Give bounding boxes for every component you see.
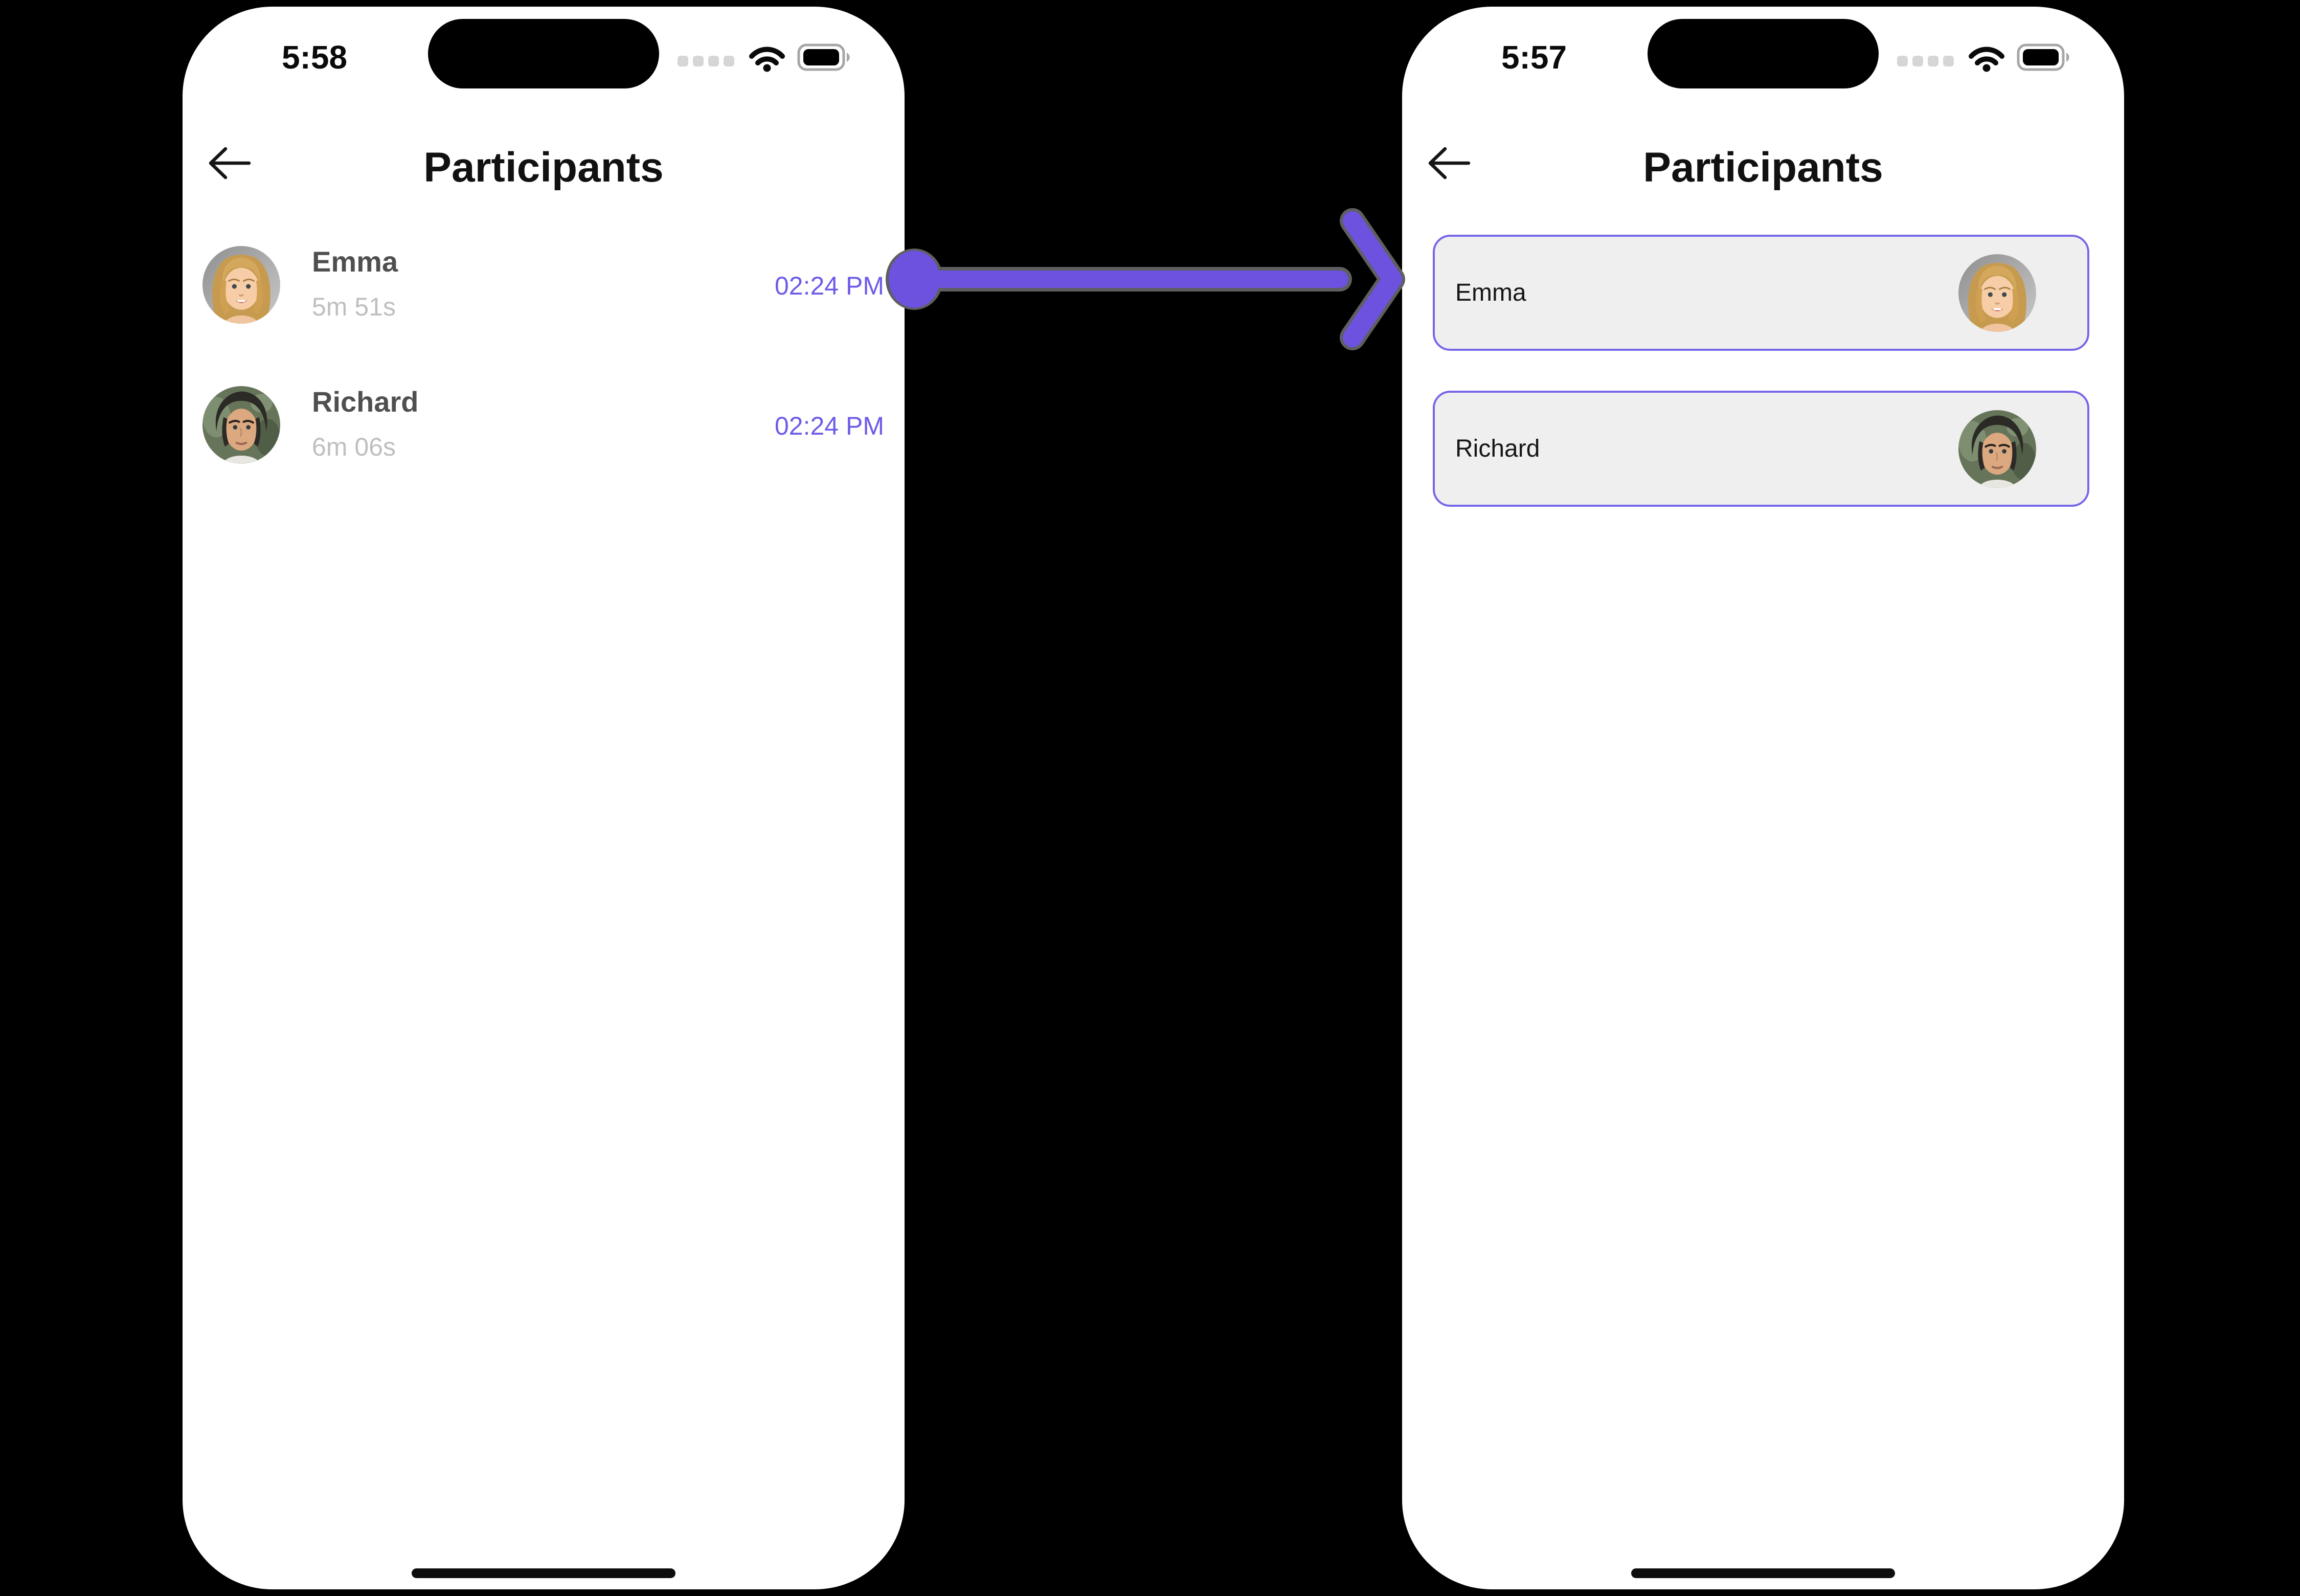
- wifi-icon: [1969, 47, 2004, 72]
- phone-left-screen: 5:58 Participants: [183, 7, 905, 1589]
- participant-timestamp: 02:24 PM: [774, 412, 884, 440]
- cellular-signal-icon: [1897, 56, 1954, 66]
- participant-timestamp: 02:24 PM: [774, 272, 884, 300]
- dynamic-island: [428, 19, 659, 88]
- participant-name: Emma: [312, 245, 398, 278]
- participant-duration: 5m 51s: [312, 293, 396, 321]
- back-arrow-icon: [1428, 147, 1471, 179]
- phone-right-screen: 5:57 Participants Emma: [1402, 7, 2124, 1589]
- page-title: Participants: [1643, 144, 1883, 191]
- participant-duration: 6m 06s: [312, 433, 396, 461]
- emma-avatar: [202, 246, 280, 324]
- status-time: 5:57: [1501, 39, 1567, 76]
- richard-avatar: [1958, 410, 2036, 488]
- back-button[interactable]: [1426, 144, 1472, 183]
- participant-name: Richard: [312, 386, 419, 418]
- dynamic-island: [1648, 19, 1879, 88]
- participant-card-richard[interactable]: Richard: [1433, 391, 2089, 507]
- back-arrow-icon: [209, 147, 251, 179]
- battery-icon: [797, 43, 850, 71]
- richard-avatar: [202, 386, 280, 464]
- page-title: Participants: [423, 144, 664, 191]
- participant-name: Richard: [1455, 435, 1540, 462]
- emma-avatar: [1958, 254, 2036, 332]
- cellular-signal-icon: [678, 56, 734, 66]
- battery-icon: [2017, 43, 2069, 71]
- home-indicator: [1631, 1568, 1895, 1578]
- wifi-icon: [749, 47, 785, 72]
- flow-arrow-right-icon: [886, 208, 1405, 350]
- participant-name: Emma: [1455, 279, 1526, 306]
- participant-row-richard[interactable]: Richard 6m 06s 02:24 PM: [202, 379, 884, 520]
- status-time: 5:58: [281, 39, 348, 76]
- participant-card-emma[interactable]: Emma: [1433, 235, 2089, 351]
- back-button[interactable]: [206, 144, 252, 183]
- home-indicator: [412, 1568, 675, 1578]
- participant-row-emma[interactable]: Emma 5m 51s 02:24 PM: [202, 239, 884, 379]
